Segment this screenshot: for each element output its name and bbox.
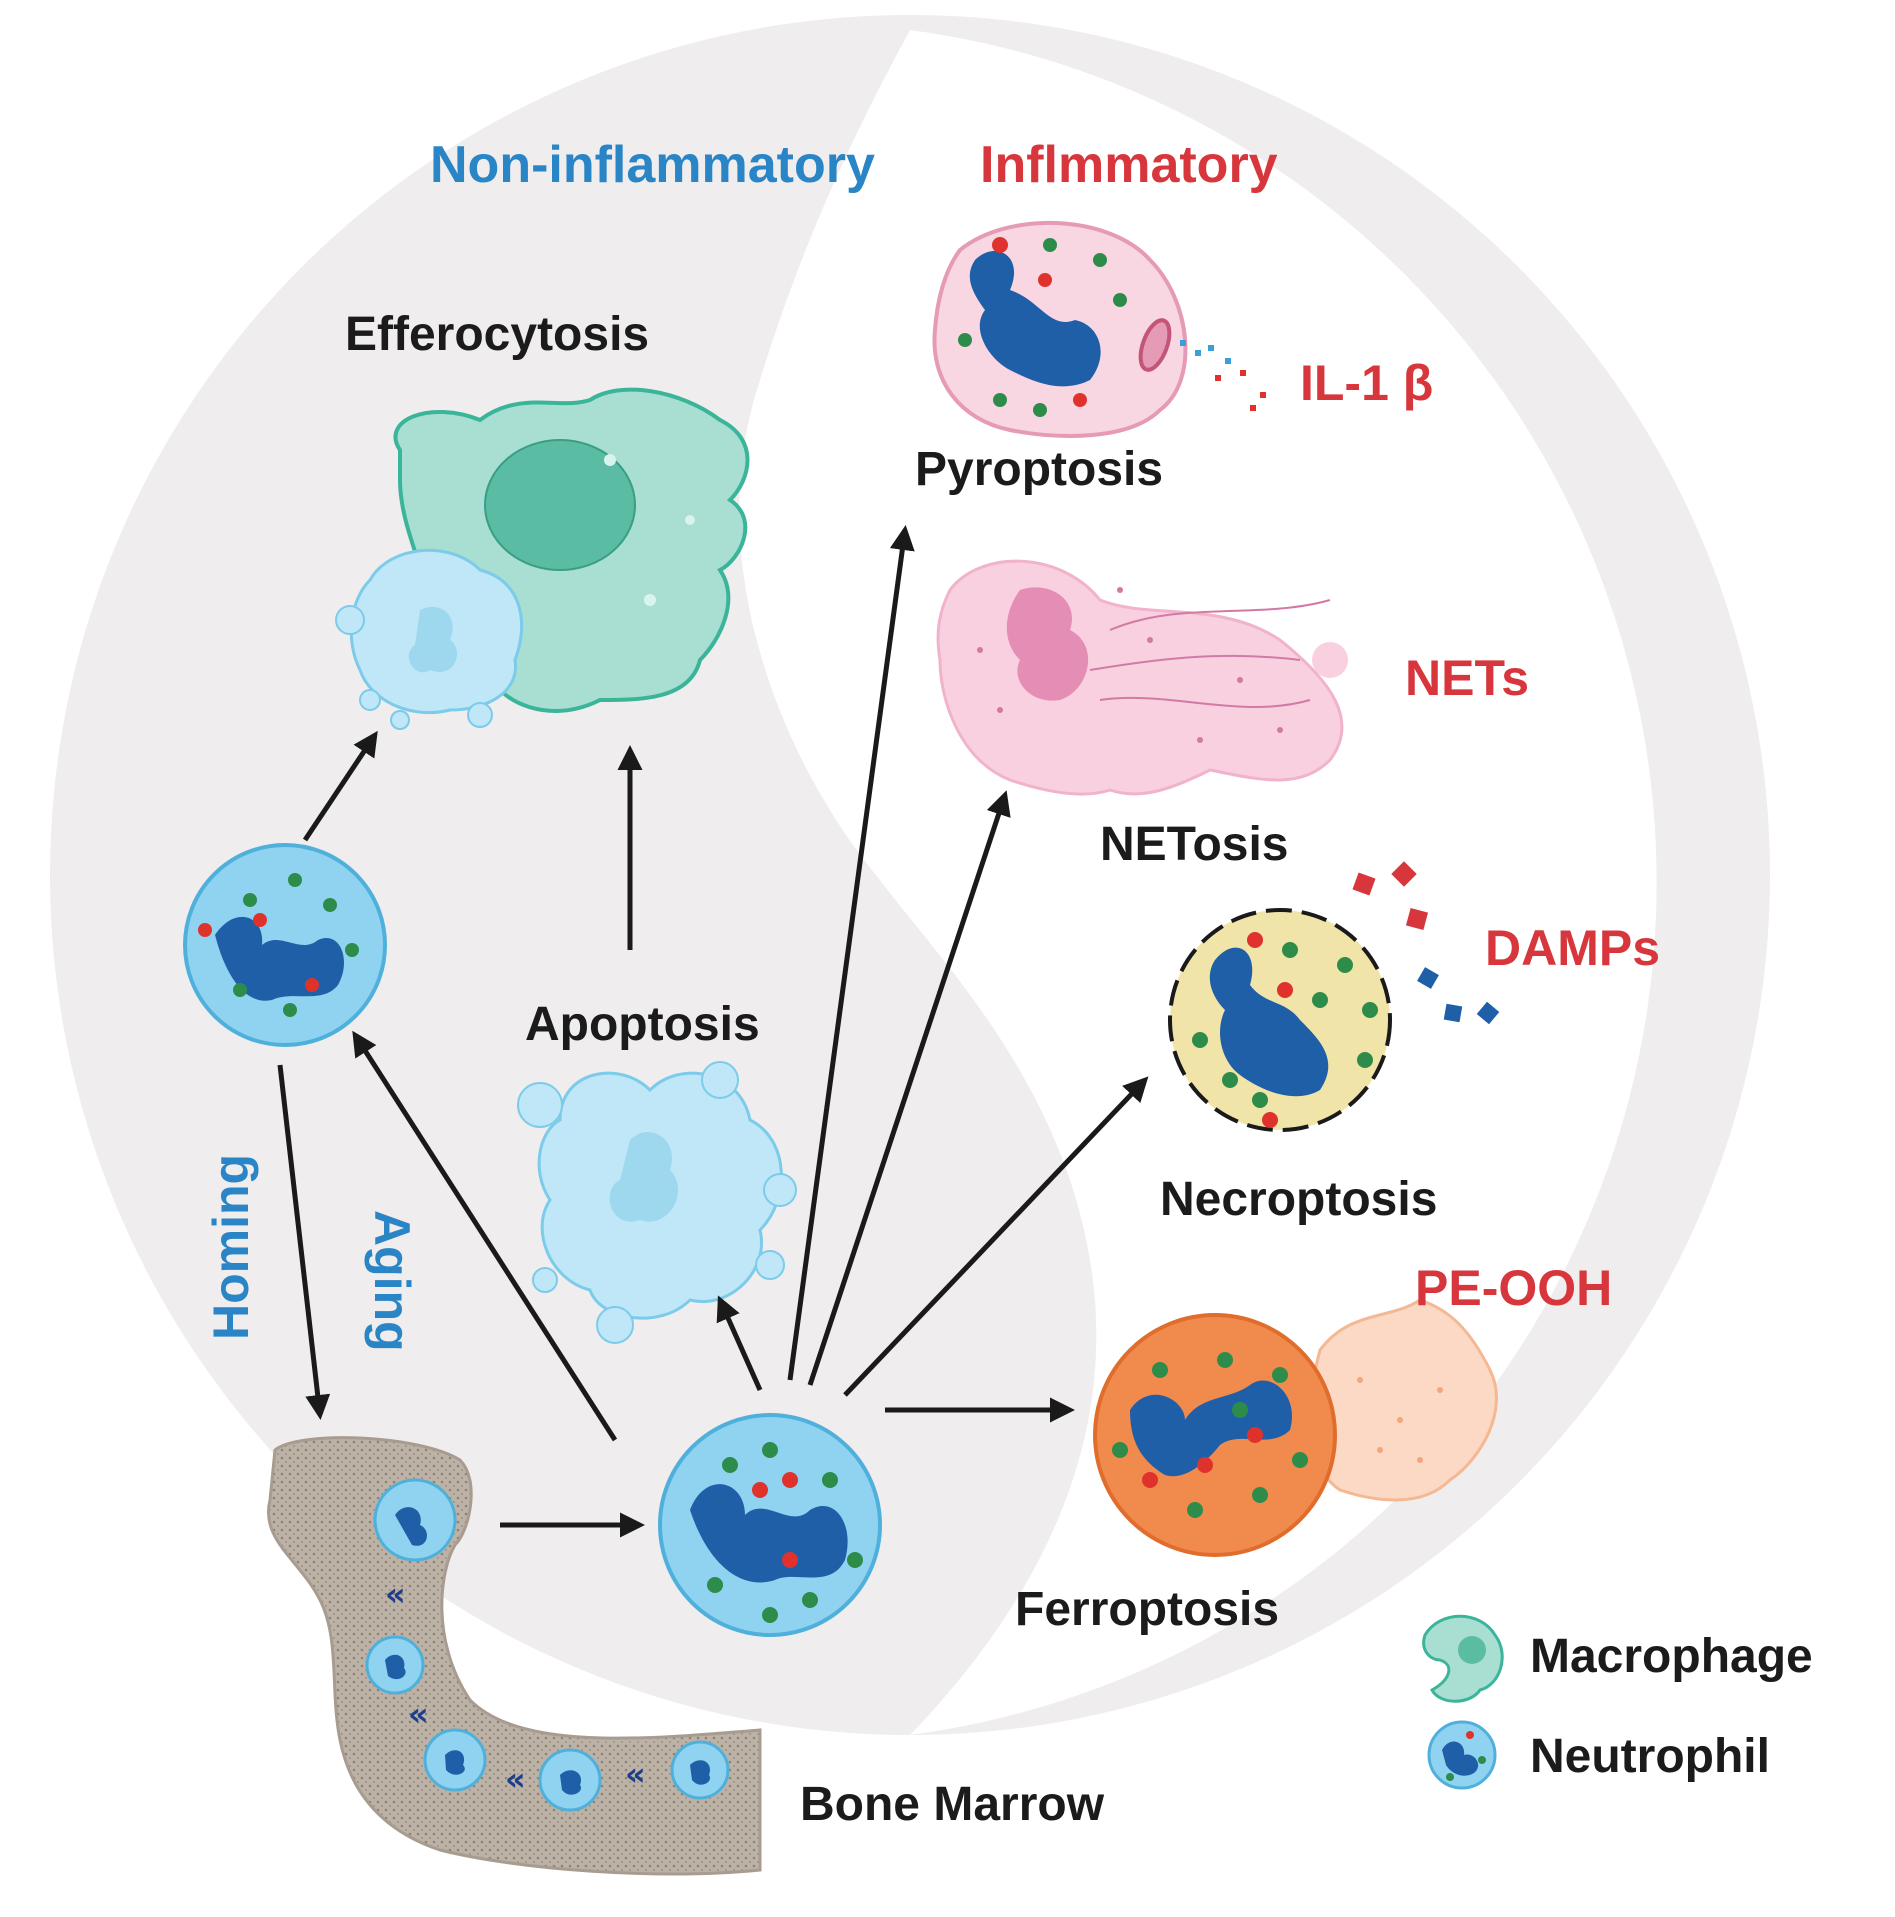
svg-text:«: «: [408, 1695, 429, 1733]
arrow-to-apoptosis: [716, 1295, 763, 1392]
arrows: [277, 525, 1149, 1538]
neutrophil-legend-icon: [1427, 1720, 1497, 1790]
legend-neutrophil-label: Neutrophil: [1530, 1730, 1770, 1783]
svg-text:«: «: [505, 1760, 526, 1798]
legend: Macrophage Neutrophil: [1422, 1614, 1813, 1790]
netosis-label: NETosis: [1100, 818, 1288, 871]
il1b-label: IL-1 β: [1300, 355, 1433, 411]
arrow-to-netosis: [807, 790, 1011, 1386]
apoptosis-label: Apoptosis: [525, 998, 760, 1051]
aging-label: Aging: [364, 1210, 420, 1352]
bone-marrow-label: Bone Marrow: [800, 1778, 1105, 1831]
necroptosis-label: Necroptosis: [1160, 1173, 1437, 1226]
arrow-aging: [352, 1030, 618, 1442]
legend-macrophage-label: Macrophage: [1530, 1630, 1813, 1683]
arrow-to-necroptosis: [843, 1076, 1149, 1397]
arrow-homing: [277, 1064, 331, 1420]
aged-neutrophil-icon: [183, 843, 387, 1047]
nets-label: NETs: [1405, 650, 1529, 706]
pyroptosis-label: Pyroptosis: [915, 443, 1163, 496]
ferroptosis-cell-icon: [1093, 1298, 1498, 1557]
damps-label: DAMPs: [1485, 920, 1660, 976]
arrow-aged-to-efferocytosis: [302, 730, 378, 842]
arrow-to-pyroptosis: [787, 525, 915, 1381]
pyroptosis-cell-icon: [932, 220, 1266, 438]
inflammatory-header: Inflmmatory: [980, 136, 1278, 194]
ferroptosis-label: Ferroptosis: [1015, 1583, 1279, 1636]
apoptotic-neutrophil-icon: [517, 1061, 797, 1344]
macrophage-legend-icon: [1422, 1614, 1504, 1703]
svg-text:«: «: [625, 1755, 646, 1793]
netosis-cell-icon: [936, 559, 1348, 796]
efferocytosis-label: Efferocytosis: [345, 308, 649, 361]
necroptosis-cell-icon: [1168, 861, 1500, 1132]
macrophage-efferocytosis-icon: [335, 387, 750, 730]
bone-marrow-icon: « « « «: [267, 1436, 762, 1876]
svg-text:«: «: [385, 1575, 406, 1613]
mature-neutrophil-icon: [658, 1413, 882, 1637]
homing-label: Homing: [203, 1154, 259, 1340]
pe-ooh-label: PE-OOH: [1415, 1260, 1612, 1316]
non-inflammatory-header: Non-inflammatory: [430, 136, 875, 194]
